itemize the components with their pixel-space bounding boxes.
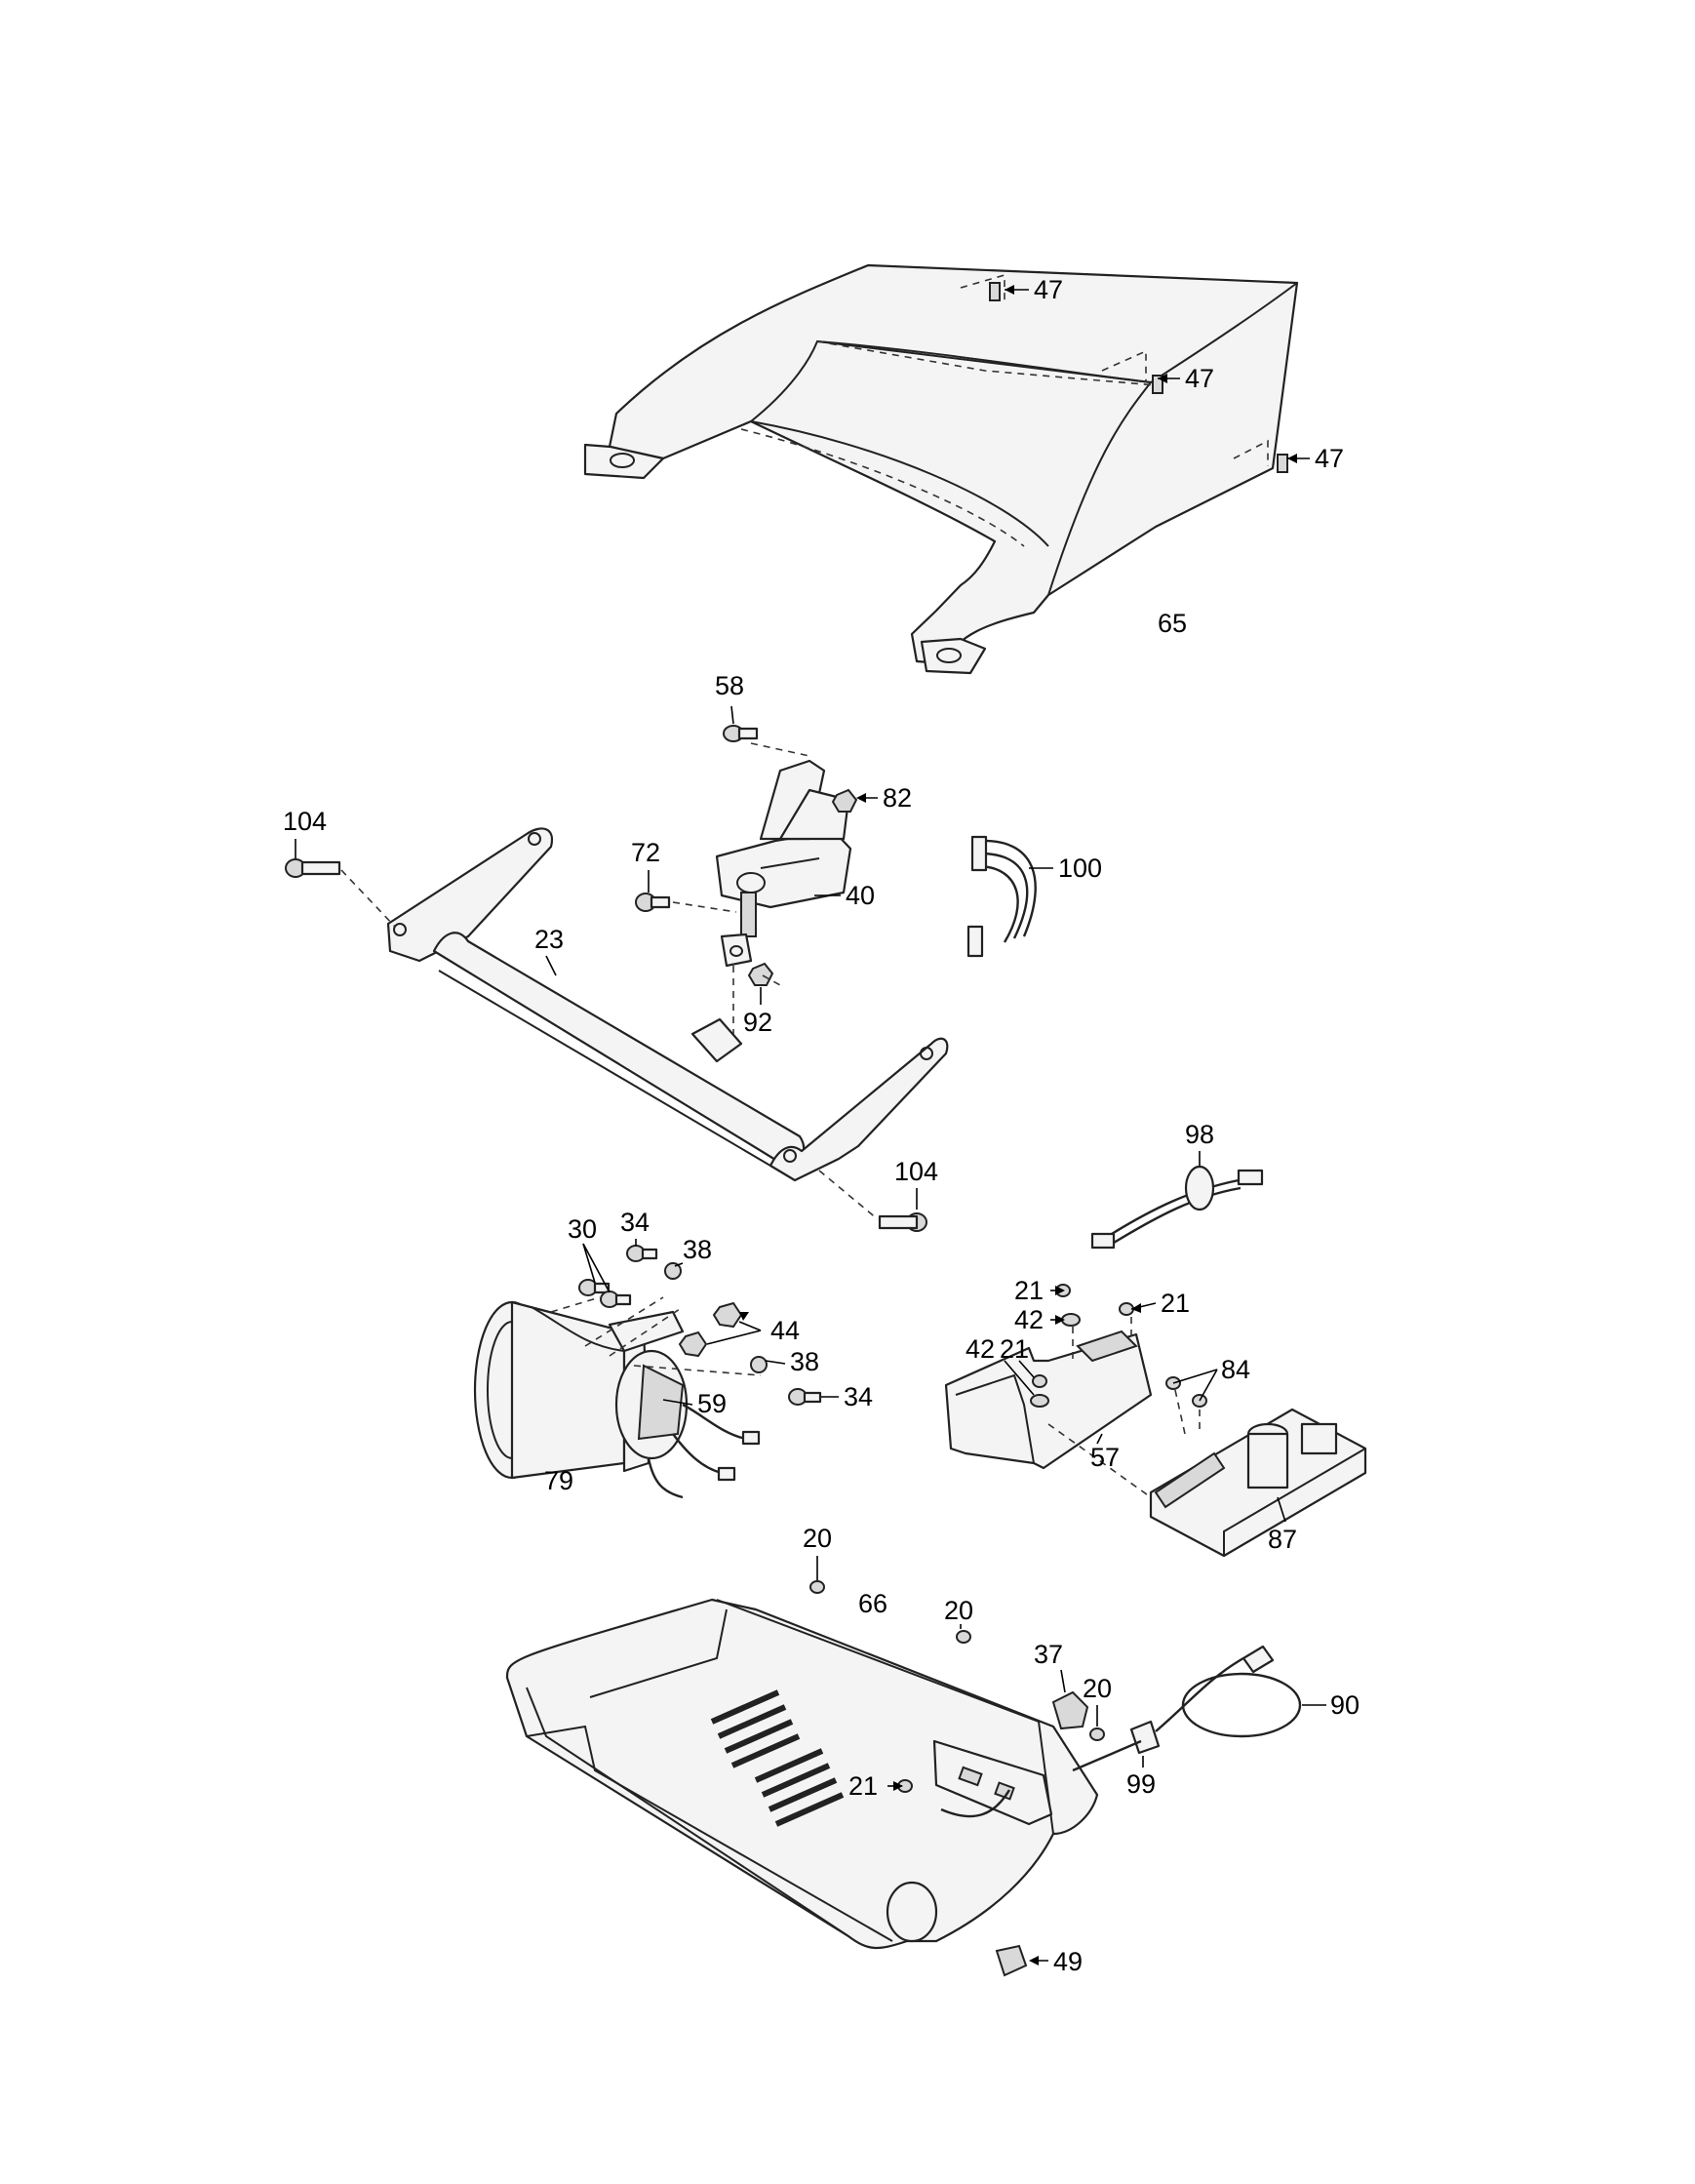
callout-99: 99	[1126, 1769, 1156, 1799]
callout-47-a: 47	[1034, 275, 1063, 304]
base-pan-part-66	[505, 1598, 1099, 1950]
callout-34-a: 34	[620, 1208, 650, 1237]
fasteners-motor	[578, 1245, 822, 1406]
callout-65: 65	[1158, 609, 1187, 638]
callout-58: 58	[715, 671, 744, 700]
callout-82: 82	[883, 783, 912, 813]
callout-20-b: 20	[944, 1596, 973, 1625]
callout-labels: 47 47 47 65 58 82 40 72 92 100 104 23 10…	[283, 275, 1360, 1976]
cord-part-98	[1090, 1165, 1264, 1250]
callout-34-b: 34	[844, 1382, 873, 1411]
callout-57: 57	[1090, 1443, 1120, 1472]
callout-leaders	[295, 285, 1326, 1966]
incline-motor-assembly	[715, 759, 852, 968]
strain-relief-part-99	[1129, 1720, 1161, 1755]
frame-tube-part-23	[386, 827, 949, 1182]
outlet-part-37	[1051, 1690, 1089, 1730]
callout-37: 37	[1034, 1640, 1063, 1669]
callout-40: 40	[846, 881, 875, 910]
callout-21-b: 21	[1161, 1289, 1190, 1318]
controller-board-part-87	[1149, 1408, 1367, 1558]
callout-38-a: 38	[683, 1235, 712, 1264]
callout-21-c: 21	[1000, 1334, 1029, 1364]
callout-47-c: 47	[1315, 444, 1344, 473]
callout-66: 66	[858, 1589, 887, 1618]
screws-base	[809, 1580, 1105, 1793]
callout-72: 72	[631, 838, 660, 867]
foot-part-49	[995, 1944, 1028, 1977]
bolt-part-72	[635, 893, 671, 912]
screws-controller	[1030, 1284, 1207, 1408]
bolt-part-58	[723, 725, 759, 742]
callout-20-c: 20	[1083, 1674, 1112, 1703]
bolt-part-104	[285, 858, 927, 1232]
hood-cover	[583, 263, 1299, 675]
clip-part-47	[989, 282, 1288, 473]
callout-59: 59	[697, 1389, 727, 1418]
nut-part-92	[747, 962, 774, 986]
power-cord-part-90	[1072, 1645, 1302, 1772]
callout-23: 23	[534, 925, 564, 954]
callout-90: 90	[1330, 1690, 1360, 1720]
callout-42-a: 42	[1014, 1305, 1044, 1334]
drive-motor-part-79	[473, 1300, 761, 1499]
callout-104-a: 104	[283, 807, 327, 836]
callout-30: 30	[568, 1214, 597, 1244]
callout-20-a: 20	[803, 1524, 832, 1553]
callout-49: 49	[1053, 1947, 1083, 1976]
callout-98: 98	[1185, 1120, 1214, 1149]
callout-92: 92	[743, 1008, 772, 1037]
callout-87: 87	[1268, 1525, 1297, 1554]
callout-47-b: 47	[1185, 364, 1214, 393]
callout-38-b: 38	[790, 1347, 819, 1376]
callout-42-b: 42	[966, 1334, 995, 1364]
callout-84: 84	[1221, 1355, 1250, 1384]
callout-44: 44	[770, 1316, 800, 1345]
callout-21-a: 21	[1014, 1276, 1044, 1305]
wire-harness-part-100	[966, 835, 1037, 958]
callout-100: 100	[1058, 854, 1102, 883]
callout-104-b: 104	[894, 1157, 938, 1186]
nut-part-82	[831, 788, 858, 813]
callout-79: 79	[544, 1466, 573, 1495]
callout-21-d: 21	[848, 1771, 878, 1801]
